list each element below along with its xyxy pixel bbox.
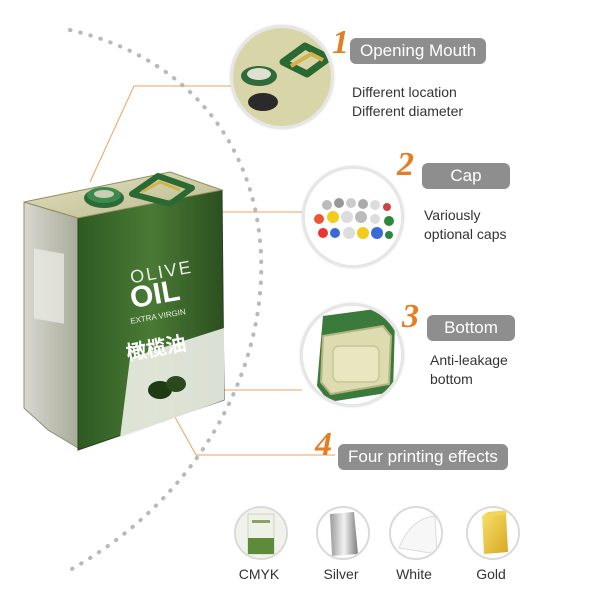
feature-1-desc-line2: Different diameter: [352, 103, 464, 119]
feature-2-title: Cap: [422, 163, 510, 189]
leader-line-1: [89, 85, 232, 183]
bottom-icon: [303, 306, 401, 404]
effect-cmyk-swatch: [234, 506, 288, 560]
feature-4-title: Four printing effects: [338, 444, 508, 470]
effect-cmyk-label: CMYK: [238, 566, 280, 582]
feature-2-desc-line2: optional caps: [424, 226, 507, 242]
opening-mouth-icon: [233, 28, 331, 126]
opening-mouth-thumbnail: [230, 25, 334, 129]
feature-1-number: 1: [332, 24, 349, 61]
feature-1-desc-line1: Different location: [352, 84, 457, 100]
feature-4-number: 4: [315, 426, 332, 463]
effect-white-swatch: [389, 506, 443, 560]
cmyk-sample-icon: [236, 508, 286, 558]
effect-gold-label: Gold: [476, 566, 506, 582]
white-sample-icon: [391, 508, 441, 558]
effect-gold-swatch: [466, 506, 520, 560]
tin-can-illustration: [23, 171, 225, 451]
gold-sample-icon: [468, 508, 518, 558]
bottom-thumbnail: [300, 303, 404, 407]
feature-2-number: 2: [397, 146, 414, 183]
effect-silver-swatch: [316, 506, 370, 560]
effect-white-label: White: [396, 566, 432, 582]
feature-3-desc-line2: bottom: [430, 371, 473, 387]
dotted-arc: [68, 28, 264, 572]
silver-sample-icon: [318, 508, 368, 558]
feature-3-desc-line1: Anti-leakage: [430, 352, 508, 368]
feature-2-desc-line1: Variously: [424, 207, 481, 223]
feature-3-number: 3: [402, 298, 419, 335]
feature-3-title: Bottom: [427, 315, 515, 341]
cap-thumbnail: [302, 166, 404, 268]
caps-icon: [305, 169, 401, 265]
feature-1-title: Opening Mouth: [350, 38, 487, 64]
effect-silver-label: Silver: [323, 566, 359, 582]
